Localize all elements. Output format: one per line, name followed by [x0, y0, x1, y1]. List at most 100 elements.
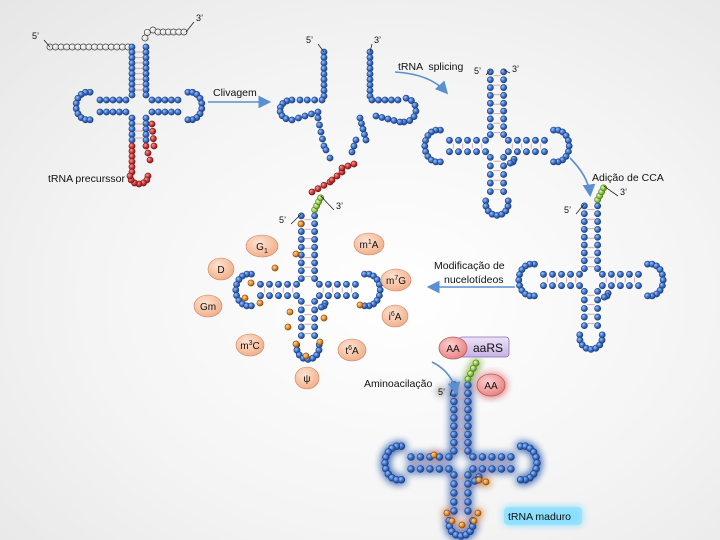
nucleotide: [149, 127, 157, 135]
nucleotide: [594, 265, 602, 272]
nucleotide: [149, 135, 157, 143]
nucleotide: [271, 264, 279, 272]
nucleotide: [626, 270, 633, 278]
nucleotide: [594, 313, 602, 321]
nucleotide: [122, 96, 130, 104]
nucleotide: [580, 313, 588, 321]
nucleotide: [141, 34, 149, 42]
nucleotide: [317, 128, 325, 136]
nucleotide: [275, 280, 282, 288]
nucleotide: [421, 142, 429, 150]
nucleotide: [549, 282, 556, 290]
nucleotide: [328, 176, 336, 184]
five-prime-label: 5’: [438, 387, 445, 397]
nucleotide: [580, 322, 588, 329]
nucleotide: [464, 430, 472, 439]
nucleotide: [297, 315, 305, 322]
aa-label-attached: AA: [484, 381, 498, 392]
nucleotide: [580, 210, 588, 218]
nucleotide: [446, 148, 453, 156]
nucleotide: [594, 287, 602, 295]
nucleotide: [486, 162, 494, 170]
nucleotide: [343, 280, 350, 288]
nucleotide: [486, 171, 494, 178]
nucleotide: [303, 96, 311, 104]
nucleotide: [540, 282, 547, 290]
nucleotide: [311, 243, 319, 251]
nucleotide: [565, 142, 573, 150]
nucleotide: [564, 137, 572, 144]
modification-label: m7G: [386, 275, 406, 287]
nucleotide: [146, 156, 154, 164]
nucleotide: [109, 108, 117, 116]
nucleotide: [148, 96, 156, 104]
nucleotide: [57, 43, 65, 51]
nucleotide: [478, 453, 487, 461]
nucleotide: [599, 282, 606, 290]
nucleotide: [86, 116, 94, 124]
modification-bubble: [193, 294, 223, 318]
three-prime-label: 3’: [196, 13, 203, 23]
spliced-trna: 5’3’: [421, 64, 573, 219]
nucleotide: [150, 142, 158, 150]
nucleotide: [96, 43, 104, 51]
nucleotide: [311, 297, 319, 305]
nucleotide: [576, 270, 583, 278]
nucleotide: [282, 115, 290, 123]
nucleotide: [296, 96, 304, 104]
modification-bubble: [380, 268, 412, 292]
nucleotide: [356, 301, 364, 309]
nucleotide: [500, 188, 508, 195]
nucleotide: [293, 280, 300, 288]
modification-label: Gm: [200, 302, 216, 313]
nucleotide: [450, 406, 458, 414]
nucleotide: [311, 96, 319, 104]
nucleotide: [426, 465, 434, 473]
nucleotide: [532, 148, 539, 156]
nucleotide: [450, 471, 458, 479]
nucleotide: [567, 270, 574, 278]
nucleotide: [469, 364, 477, 372]
nucleotide: [458, 521, 466, 529]
nucleotide: [488, 453, 496, 461]
nucleotide: [464, 414, 472, 422]
nucleotide: [594, 218, 602, 225]
nucleotide: [464, 489, 472, 497]
five-prime-label: 5’: [32, 31, 39, 41]
nucleotide: [464, 406, 472, 414]
nucleotide: [500, 84, 508, 91]
modification-label-2: nucelotídeos: [444, 274, 504, 286]
nucleotide: [580, 249, 588, 257]
nucleotide: [497, 453, 506, 461]
nucleotide: [658, 271, 666, 278]
nucleotide: [580, 305, 588, 312]
nucleotide: [113, 43, 121, 51]
nucleotide: [247, 279, 255, 287]
nucleotide: [523, 136, 530, 144]
three-prime-label: 3’: [374, 35, 381, 45]
three-prime-label: 3’: [620, 187, 627, 197]
process-arrows: [208, 71, 596, 396]
nucleotide: [233, 281, 241, 288]
modified-trna: 5’3’: [232, 194, 384, 363]
nucleotide: [288, 116, 296, 124]
five-prime-label: 5’: [306, 35, 313, 45]
nucleotide: [119, 43, 126, 51]
nucleotide: [580, 202, 588, 210]
nucleotide: [467, 370, 475, 378]
nucleotide: [381, 96, 389, 104]
nucleotide: [266, 280, 273, 288]
nucleotide: [241, 294, 249, 302]
nucleotide: [626, 282, 633, 290]
nucleotide: [500, 99, 508, 107]
nucleotide: [506, 159, 514, 167]
cca-added-trna: 5’3’: [515, 184, 667, 353]
nucleotide: [475, 476, 483, 484]
nucleotide: [594, 210, 602, 218]
nucleotide: [116, 96, 123, 104]
nucleotide: [293, 292, 300, 300]
nucleotide: [297, 220, 305, 228]
nucleotide: [500, 131, 508, 138]
nucleotide: [500, 179, 508, 187]
